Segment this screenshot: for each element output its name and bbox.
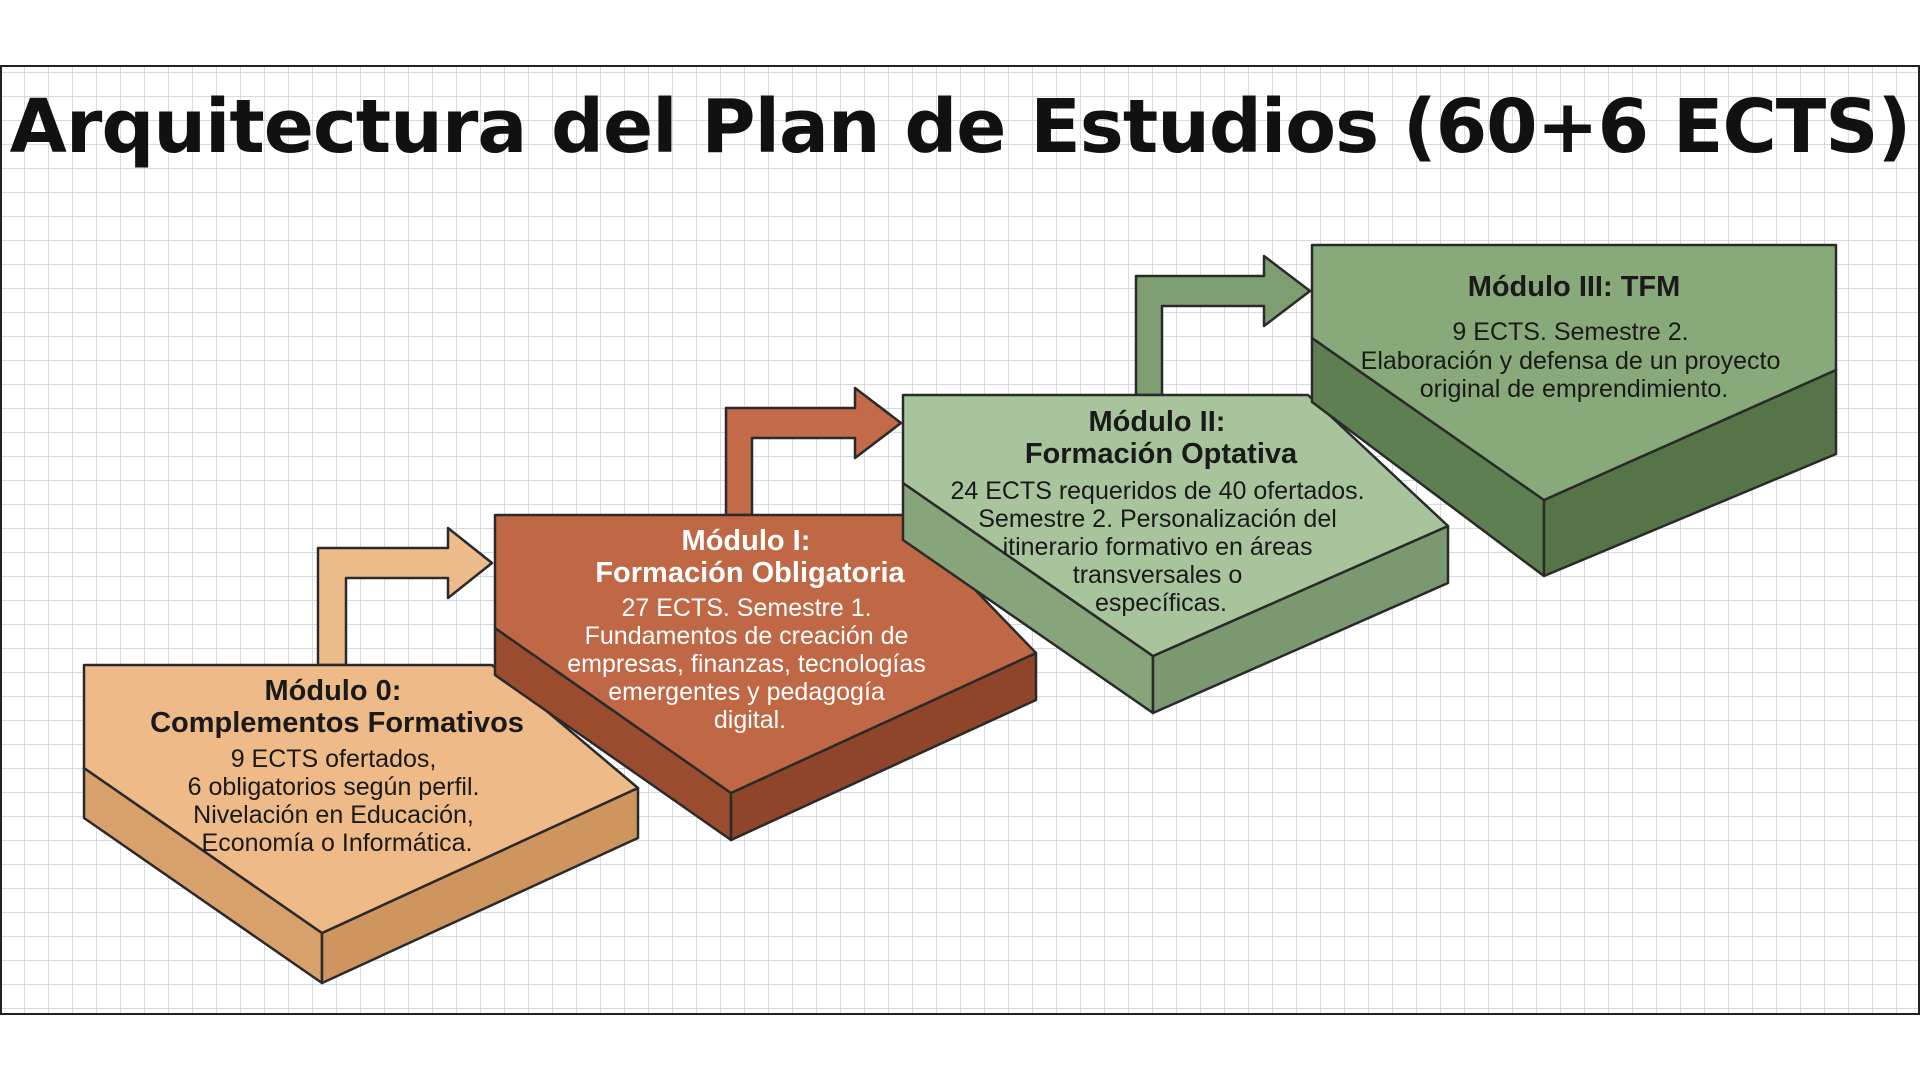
module0-description: 9 ECTS ofertados, 6 obligatorios según p… <box>188 745 487 857</box>
arrow-module2-to-module3 <box>1134 254 1312 397</box>
module2-description: 24 ECTS requeridos de 40 ofertados. Seme… <box>950 477 1371 617</box>
module1-top-face <box>493 513 1038 795</box>
arrow-module1-to-module2 <box>724 386 903 517</box>
module-0-block: Módulo 0: Complementos Formativos 9 ECTS… <box>82 526 640 985</box>
module0-top-face <box>82 663 640 935</box>
module3-title: Módulo III: TFM <box>1468 271 1681 303</box>
module-3-block: Módulo III: TFM 9 ECTS. Semestre 2. Elab… <box>1310 243 1838 578</box>
page-title: Arquitectura del Plan de Estudios (60+6 … <box>10 84 1911 170</box>
module2-title: Módulo II: Formación Optativa <box>1025 406 1298 470</box>
module2-top-face <box>901 393 1450 658</box>
module-1-block: Módulo I: Formación Obligatoria 27 ECTS.… <box>493 386 1038 842</box>
module1-description: 27 ECTS. Semestre 1. Fundamentos de crea… <box>567 594 933 734</box>
module0-title: Módulo 0: Complementos Formativos <box>150 675 524 739</box>
module3-description: 9 ECTS. Semestre 2. Elaboración y defens… <box>1361 318 1788 403</box>
module3-top-face <box>1310 243 1838 502</box>
module-2-block: Módulo II: Formación Optativa 24 ECTS re… <box>901 254 1450 715</box>
module1-title: Módulo I: Formación Obligatoria <box>595 525 905 589</box>
arrow-module0-to-module1 <box>316 526 494 667</box>
